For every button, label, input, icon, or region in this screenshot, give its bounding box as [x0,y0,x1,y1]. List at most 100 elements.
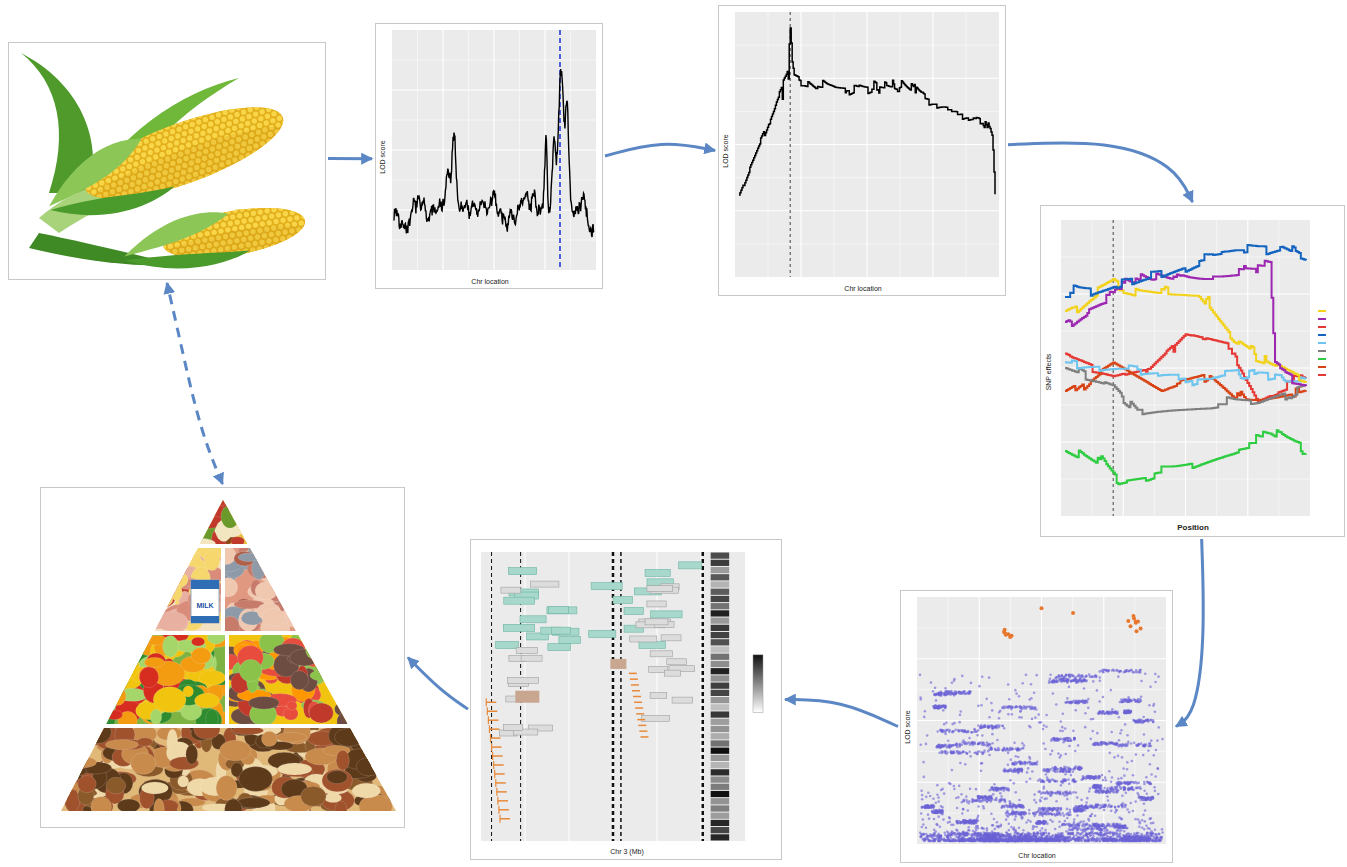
data-point [291,202,298,209]
data-point [254,96,262,104]
data-point [270,142,278,150]
data-point [268,85,276,93]
snp-point [945,693,948,696]
data-point [272,96,280,104]
snp-point [920,806,923,809]
data-point [216,104,224,112]
snp-point [1019,761,1022,764]
snp-point [1057,674,1060,677]
snp-point [1091,828,1094,831]
snp-point [990,724,993,727]
snp-point [954,743,957,746]
snp-point [1134,699,1137,702]
snp-effect-chart: PositionSNP effects [1040,205,1345,537]
snp-point [1120,698,1123,701]
snp-point [1111,825,1114,828]
text-holder: SNP effects [1045,354,1053,391]
snp-point [979,725,982,728]
snp-point [930,806,933,809]
snp-point [948,746,951,749]
snp-point [1080,681,1083,684]
snp-point [1094,674,1097,677]
snp-point [1069,829,1072,832]
snp-point [965,692,968,695]
snp-point [1098,792,1101,795]
snp-point [1068,673,1071,676]
data-point [282,144,290,152]
data-point [229,99,237,107]
snp-point [1020,811,1023,814]
data-point [242,94,250,102]
snp-point [991,742,994,745]
snp-point [1050,812,1053,815]
snp-point [1010,812,1013,815]
snp-point [1085,828,1088,831]
snp-point [1046,809,1049,812]
snp-point [1128,698,1131,701]
snp-point [1024,812,1027,815]
illustration [376,24,602,288]
data-point [263,151,271,159]
data-point [249,156,257,164]
flow-arrow [785,700,898,727]
corn-photo [8,42,326,280]
snp-point [990,795,993,798]
snp-point [1052,808,1055,811]
lod-chart: Chr locationLOD score [375,23,603,289]
snp-point [1041,780,1044,783]
data-point [266,98,274,106]
snp-point [1151,796,1154,799]
snp-point [1056,768,1059,771]
data-point [260,94,268,102]
snp-point [994,748,997,751]
illustration [901,591,1172,862]
snp-point [1119,827,1122,830]
snp-point [1072,675,1075,678]
snp-point [1067,813,1070,816]
snp-point [1099,828,1102,831]
data-point [266,201,273,208]
axis-title: Chr location [844,285,881,293]
axis-title: LOD score [722,134,730,167]
flow-arrow [1176,539,1203,727]
snp-point [988,725,991,728]
data-point [283,137,291,145]
snp-point [1103,787,1106,790]
flow-arrow [1008,143,1193,202]
data-point [304,237,311,244]
snp-point [1067,778,1070,781]
lod-zoom-chart: Chr location LOD score [718,5,1006,296]
illustration [9,43,325,279]
snp-point [938,693,941,696]
axis-title: SNP effects [1045,354,1053,391]
snp-point [943,706,946,709]
snp-point [1028,761,1031,764]
data-point [280,198,287,205]
snp-point [1014,763,1017,766]
snp-point [1057,807,1060,810]
snp-point [1056,680,1059,683]
snp-point [1055,676,1058,679]
snp-point [958,691,961,694]
data-point [289,141,297,149]
snp-point [954,692,957,695]
data-point [262,87,270,95]
data-point [243,158,251,166]
data-point [255,90,263,98]
snp-point [1058,812,1061,815]
snp-point [1072,768,1075,771]
snp-point [1124,804,1127,807]
axis-title: Chr location [471,278,508,286]
snp-point [981,741,984,744]
snp-point [1066,700,1069,703]
snp-point [956,822,959,825]
data-point [273,199,280,206]
data-point [298,201,305,208]
snp-point [1056,809,1059,812]
snp-point [1114,806,1117,809]
snp-point [940,694,943,697]
snp-point [1100,823,1103,826]
lod-scatter-plot: Chr locationLOD score [900,590,1173,863]
snp-point [1107,790,1110,793]
